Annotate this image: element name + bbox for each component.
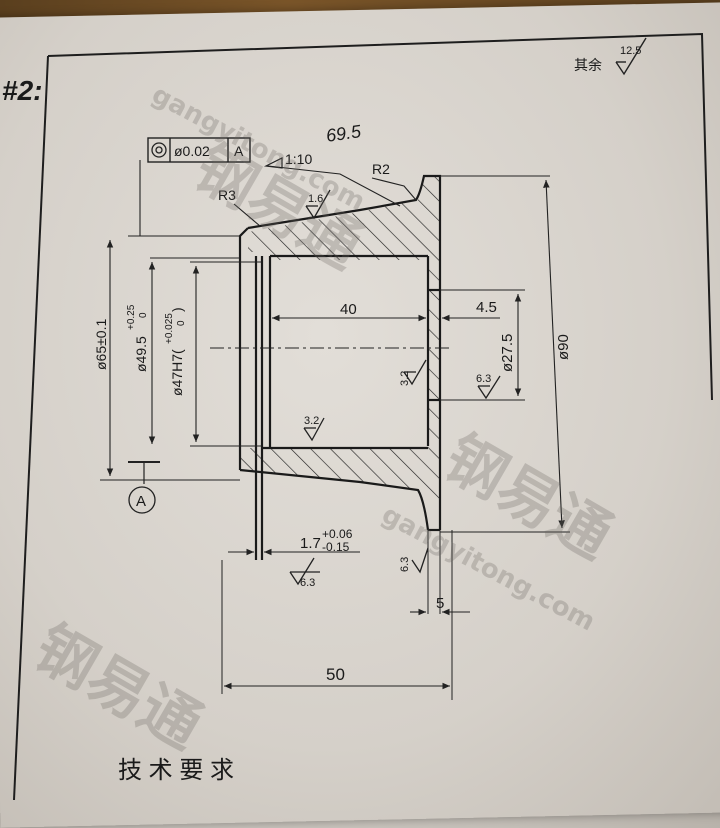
- tolerance-value: ø0.02: [174, 143, 210, 159]
- svg-text:3.2: 3.2: [304, 415, 319, 427]
- leader-lines: [139, 160, 417, 236]
- dim-dia-49-5-upper: +0.25: [126, 304, 137, 330]
- drawing-border: [47, 32, 713, 401]
- roughness-6-3-wall: 6.3: [289, 557, 320, 589]
- svg-text:A: A: [136, 493, 146, 510]
- dim-dia-49-5-lower: 0: [138, 312, 149, 318]
- concentricity-icon: [151, 142, 167, 158]
- engineering-drawing: #2: 其余 12.5: [2, 32, 713, 801]
- svg-text:6.3: 6.3: [300, 577, 315, 589]
- section-hatch-lower: [240, 442, 440, 504]
- dimension-lines: [106, 179, 565, 690]
- roughness-3-2-inner: 3.2: [399, 359, 427, 386]
- dim-1-7-lower: -0.15: [322, 540, 350, 554]
- dim-dia-47-upper: +0.025: [164, 313, 175, 344]
- dim-1-7: 1.7: [300, 535, 321, 552]
- roughness-note: 其余: [574, 57, 602, 73]
- roughness-6-3-bore: 6.3: [476, 373, 501, 400]
- radius-r2: R2: [372, 161, 390, 177]
- taper-icon: [263, 157, 283, 169]
- tolerance-datum: A: [234, 143, 244, 159]
- dim-dia-27-5: ø27.5: [499, 334, 516, 372]
- watermark-text-3: 钢易通: [23, 612, 214, 763]
- dim-dia-47-close: ): [169, 307, 185, 312]
- roughness-1-6: 1.6: [305, 189, 331, 220]
- dim-dia-47: ø47H7(: [169, 349, 185, 396]
- dim-dia-49-5: ø49.5: [133, 336, 149, 372]
- roughness-3-2-bore: 3.2: [303, 415, 325, 442]
- dim-40: 40: [340, 301, 357, 318]
- dim-dia-65: ø65±0.1: [93, 319, 109, 370]
- datum-a-symbol: A: [128, 461, 160, 514]
- watermark: 钢易通 gangyitong.com 钢易通 gangyitong.com 钢易…: [23, 80, 624, 763]
- dim-50: 50: [326, 665, 345, 684]
- svg-text:6.3: 6.3: [399, 557, 411, 572]
- section-hatch-upper: [248, 176, 440, 442]
- svg-text:1.6: 1.6: [308, 193, 323, 205]
- dim-5: 5: [436, 595, 444, 612]
- roughness-6-3-flange: 6.3: [399, 547, 429, 574]
- handwritten-note: 69.5: [325, 121, 363, 146]
- taper-value: 1:10: [285, 151, 312, 167]
- svg-text:6.3: 6.3: [476, 373, 491, 385]
- tolerance-frame: ø0.02 A: [147, 137, 251, 163]
- dim-1-7-upper: +0.06: [322, 527, 353, 541]
- radius-r3: R3: [218, 187, 236, 203]
- svg-text:3.2: 3.2: [399, 371, 411, 386]
- extension-lines: [100, 175, 570, 700]
- dim-dia-90: ø90: [555, 334, 572, 360]
- sheet-label: #2:: [2, 75, 42, 106]
- drawing-border-left: [13, 55, 49, 801]
- tech-requirements-title: 技 术 要 求: [118, 757, 234, 784]
- dim-dia-47-lower: 0: [176, 320, 187, 326]
- roughness-default-symbol: [615, 37, 647, 76]
- dim-4-5: 4.5: [476, 299, 497, 316]
